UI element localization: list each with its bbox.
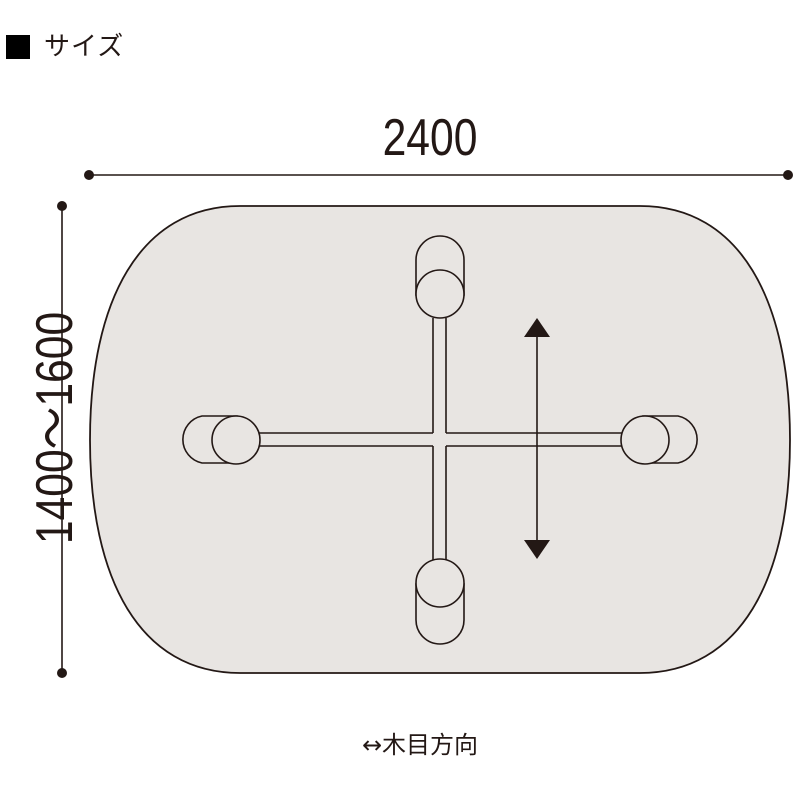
grain-direction-label: ↔木目方向 xyxy=(361,731,479,759)
tabletop-outline xyxy=(89,205,791,674)
caster-foot-bottom xyxy=(415,558,465,645)
section-heading: サイズ xyxy=(6,30,124,64)
black-square-icon xyxy=(6,35,30,59)
cross-base xyxy=(258,318,622,560)
caster-foot-right xyxy=(620,415,698,465)
depth-dimension-line xyxy=(57,201,67,678)
width-dimension-label: 2400 xyxy=(382,109,478,167)
dimension-endpoint-dot xyxy=(84,170,94,180)
dimension-endpoint-dot xyxy=(57,668,67,678)
caster-foot-left xyxy=(182,415,261,465)
grain-direction-arrow-icon xyxy=(524,318,550,559)
width-dimension-line xyxy=(84,170,793,180)
caster-foot-top xyxy=(415,235,465,319)
dimension-endpoint-dot xyxy=(57,201,67,211)
dimension-endpoint-dot xyxy=(783,170,793,180)
section-heading-label: サイズ xyxy=(44,32,125,62)
